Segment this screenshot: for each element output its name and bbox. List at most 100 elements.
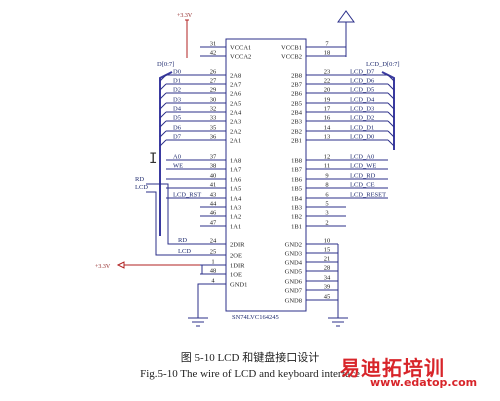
right-data-label: LCD_D7 [350,69,375,76]
right-pin-name: GND7 [285,288,303,295]
right-bus-entry [387,74,395,82]
left-pin-number: 47 [210,220,217,227]
right-pin-name: GND8 [285,298,302,305]
left-pin-name: VCCA1 [230,45,251,52]
left-pin-number: 48 [210,268,217,275]
left-pin-number: 29 [210,87,217,94]
caption-english: Fig.5-10 The wire of LCD and keyboard in… [140,368,360,380]
left-pin-name: 2A5 [230,101,241,108]
right-pin-number: 20 [324,87,331,94]
right-pin-name: 1B8 [291,158,302,165]
left-pin-name: 2A7 [230,82,242,89]
right-data-label: LCD_D3 [350,106,374,113]
gnd-left-wire [197,283,226,318]
right-pin-number: 2 [325,220,328,227]
left-data-label: D6 [173,125,182,132]
right-bus-label: LCD_D[0:7] [366,61,400,68]
right-pin-name: 1B6 [291,177,303,184]
chip-part-number: SN74LVC164245 [232,314,279,321]
left-pin-name: 1A1 [230,224,241,231]
left-data-label: D4 [173,106,182,113]
left-pin-name: 1OE [230,272,242,279]
left-pin-name: 1A7 [230,167,242,174]
left-pin-number: 31 [210,41,217,48]
right-bus-entry [387,111,395,119]
left-pin-number: 36 [210,134,217,141]
right-pin-name: 2B4 [291,110,303,117]
left-control-label: LCD_RST [173,192,201,199]
right-pin-name: VCCB2 [281,54,302,61]
right-pin-number: 12 [324,154,331,161]
right-pin-number: 15 [324,247,331,254]
right-bus-entry [387,130,395,138]
right-pin-number: 11 [324,163,330,170]
left-pin-number: 46 [210,210,217,217]
right-pin-name: 1B1 [291,224,302,231]
right-pin-name: 1B2 [291,214,302,221]
right-pin-number: 9 [325,173,328,180]
right-control-label: LCD_RD [350,173,376,180]
right-pin-name: 2B8 [291,73,302,80]
right-bus-entry [387,102,395,110]
right-pin-name: 2B6 [291,91,303,98]
left-pin-name: 2A8 [230,73,241,80]
right-data-label: LCD_D2 [350,115,374,122]
right-pin-name: 1B7 [291,167,303,174]
right-pin-name: 2B3 [291,119,302,126]
right-pin-number: 34 [324,275,331,282]
left-bus-entry [159,111,167,119]
right-data-bus [381,71,395,150]
left-pin-name: 1A6 [230,177,242,184]
right-bus-entry [387,83,395,91]
right-data-label: LCD_D5 [350,87,374,94]
left-bus-entry [159,74,167,82]
left-pin-name: 2A4 [230,110,242,117]
left-pin-number: 4 [211,278,215,285]
right-pin-number: 22 [324,78,331,85]
left-data-label: D5 [173,115,181,122]
right-pin-name: 1B3 [291,205,302,212]
left-pin-number: 24 [210,238,217,245]
right-pin-number: 6 [325,192,329,199]
right-pin-name: GND5 [285,269,302,276]
right-pin-name: GND6 [285,279,303,286]
right-pin-number: 13 [324,134,331,141]
left-data-label: D7 [173,134,182,141]
left-pin-number: 33 [210,115,217,122]
left-power-arrow-icon [116,261,125,269]
right-pin-number: 17 [324,106,331,113]
left-pin-number: 35 [210,125,217,132]
left-pin-name: 2OE [230,253,242,260]
left-lcd-label: LCD [135,184,148,191]
left-pin-number: 32 [210,106,217,113]
right-data-label: LCD_D6 [350,78,375,85]
left-control-label: WE [173,163,183,170]
vcc-triangle-icon [337,10,355,23]
right-pin-number: 39 [324,284,331,291]
watermark-url: www.edatop.com [370,376,478,389]
right-pin-number: 8 [325,182,328,189]
left-pin-number: 42 [210,50,217,57]
left-bus-entry [159,130,167,138]
left-pin-number: 1 [211,259,214,266]
right-data-label: LCD_D0 [350,134,374,141]
right-pin-group: 7VCCB118VCCB2232B8222B7202B6192B5172B416… [281,41,346,305]
rd-route-wire [146,183,226,245]
left-power-label: +3.3V [95,264,111,270]
left-pin-name: 1A2 [230,214,241,221]
right-pin-number: 23 [324,69,331,76]
chip-body [225,38,307,312]
right-pin-number: 18 [324,50,331,57]
ground-right-icon [328,317,348,327]
right-pin-name: GND2 [285,242,302,249]
left-pin-name: 1A3 [230,205,241,212]
rd2-label: RD [178,237,187,244]
right-pin-number: 16 [324,115,331,122]
left-data-label: D2 [173,87,181,94]
left-pin-name: 1A8 [230,158,241,165]
left-pin-name: 2A1 [230,138,241,145]
right-pin-number: 10 [324,238,331,245]
left-pin-name: 2A2 [230,129,241,136]
left-bus-label: D[0:7] [157,61,174,68]
